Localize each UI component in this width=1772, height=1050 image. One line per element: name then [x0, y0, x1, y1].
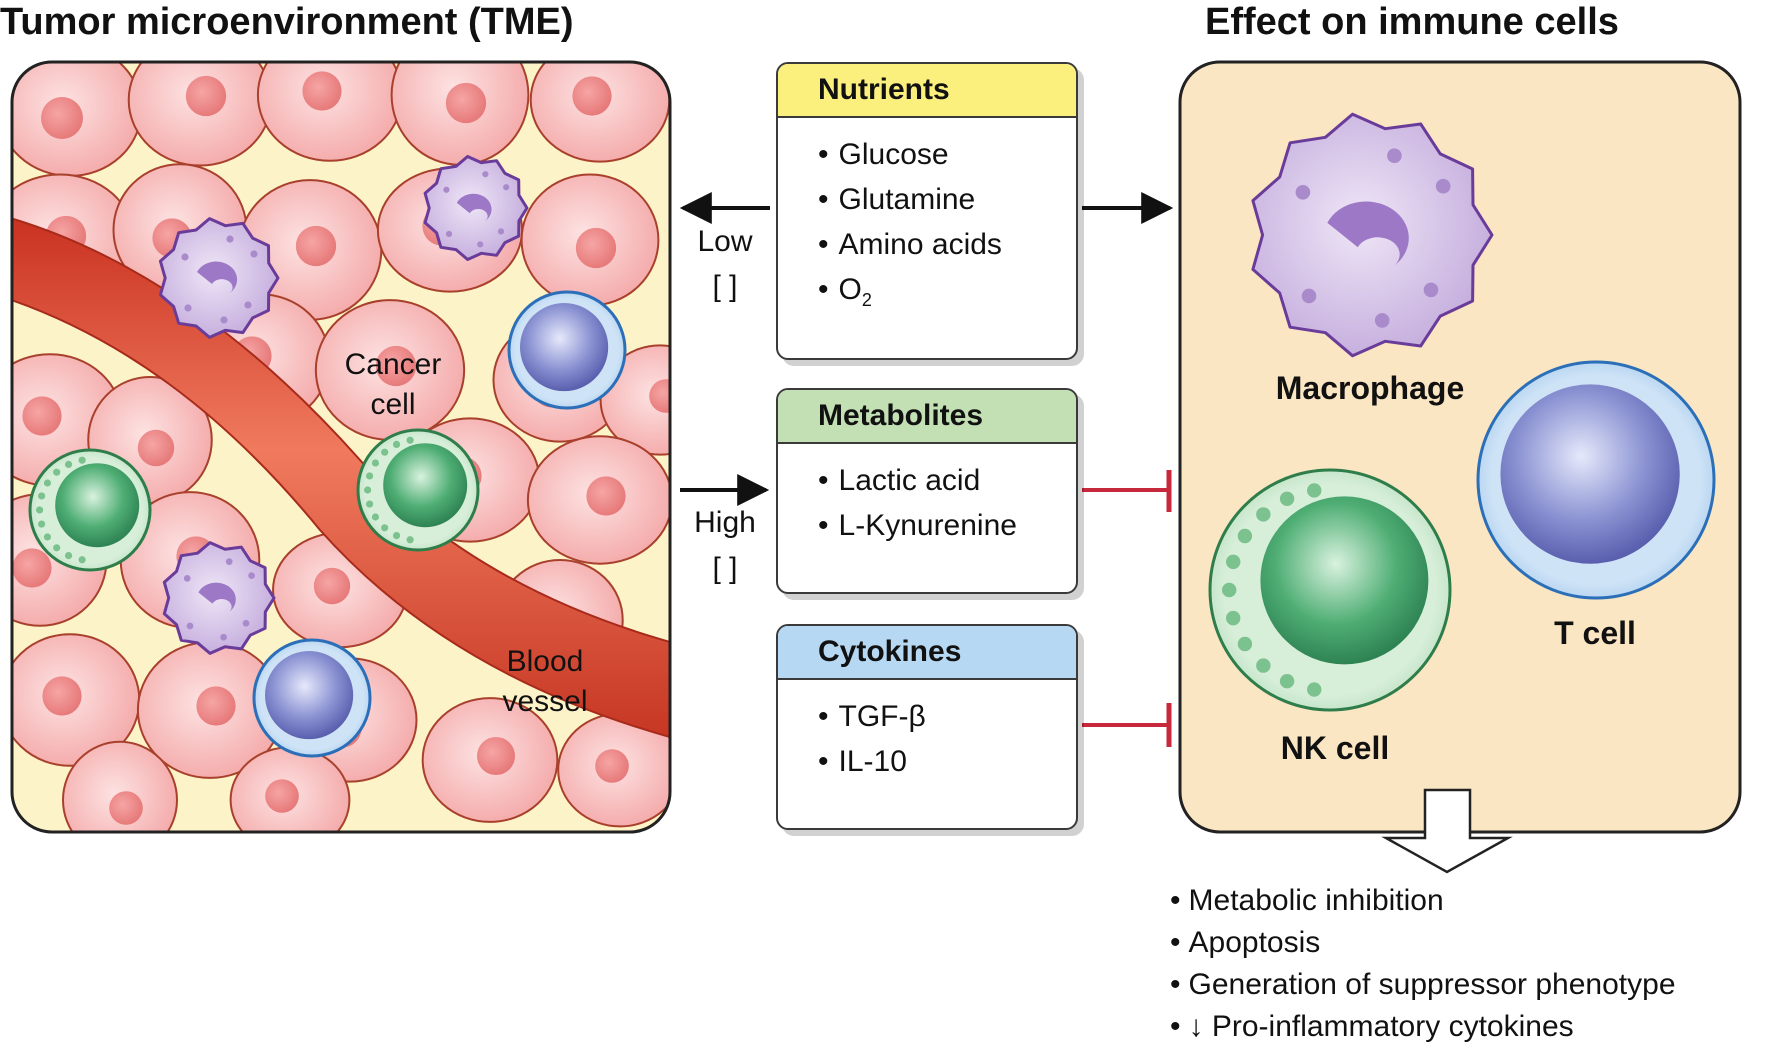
tumor-cell — [390, 62, 530, 166]
tme-panel — [12, 62, 670, 832]
list-item: TGF-β — [818, 694, 1076, 739]
tumor-cell — [127, 62, 273, 167]
metabolites-inhibit-line — [1082, 470, 1172, 512]
nutrients-header: Nutrients — [778, 64, 1076, 118]
tumor-cell — [599, 344, 670, 456]
tumor-cell — [421, 697, 559, 823]
metabolites-box: Metabolites Lactic acid L-Kynurenine — [776, 388, 1078, 594]
tumor-cell — [12, 633, 141, 767]
macrophage-cell — [1251, 112, 1494, 358]
tumor-cell — [520, 173, 660, 307]
cytokines-inhibit-line — [1082, 703, 1172, 747]
list-item: Glutamine — [818, 177, 1076, 222]
outcome-arrow — [1381, 788, 1513, 874]
tme-title: Tumor microenvironment (TME) — [0, 1, 574, 43]
tme-immune-cells — [28, 155, 627, 758]
tumor-cell — [12, 62, 143, 177]
tumor-cell — [62, 740, 178, 832]
low-label: Low — [697, 225, 753, 258]
high-label: High — [694, 506, 756, 539]
tumor-cell — [229, 746, 351, 832]
t-cell-small — [507, 290, 627, 410]
list-item: Metabolic inhibition — [1170, 880, 1676, 922]
macrophage-small — [158, 217, 280, 339]
list-item: IL-10 — [818, 739, 1076, 784]
blood-vessel-label: Blood vessel — [502, 645, 588, 718]
nk-cell-small — [28, 448, 152, 572]
blood-vessel — [12, 208, 670, 747]
nk-cell-label: NK cell — [1280, 730, 1390, 766]
nutrients-box: Nutrients Glucose Glutamine Amino acids … — [776, 62, 1078, 360]
list-item: Amino acids — [818, 222, 1076, 267]
macrophage-small — [423, 155, 529, 261]
list-item: Generation of suppressor phenotype — [1170, 964, 1676, 1006]
nk-cell — [1208, 468, 1452, 712]
effect-title: Effect on immune cells — [1205, 1, 1619, 43]
tumor-cell — [526, 435, 670, 565]
right-immune-cells — [1208, 112, 1716, 712]
outcome-list: Metabolic inhibition Apoptosis Generatio… — [1170, 880, 1676, 1048]
list-item: Glucose — [818, 132, 1076, 177]
t-cell-small — [252, 638, 372, 758]
tumor-cell — [529, 62, 670, 163]
list-item: Lactic acid — [818, 458, 1076, 503]
list-item: L-Kynurenine — [818, 503, 1076, 548]
tumor-cell — [256, 62, 404, 162]
oxygen-subscript: 2 — [861, 290, 872, 310]
low-bracket: [ ] — [712, 270, 738, 303]
tme-panel-border — [10, 60, 672, 834]
metabolites-header: Metabolites — [778, 390, 1076, 444]
oxygen-symbol: O — [838, 273, 862, 306]
cytokines-header: Cytokines — [778, 626, 1076, 680]
nk-cell-small — [356, 428, 480, 552]
cytokines-box: Cytokines TGF-β IL-10 — [776, 624, 1078, 830]
list-item: O2 — [818, 267, 1076, 323]
cancer-cell-label: Cancer cell — [344, 348, 442, 421]
t-cell-label: T cell — [1554, 615, 1636, 651]
macrophage-label: Macrophage — [1275, 370, 1465, 406]
t-cell — [1476, 360, 1716, 600]
tumor-cell — [314, 299, 466, 441]
high-bracket: [ ] — [712, 552, 738, 585]
macrophage-small — [162, 541, 276, 655]
list-item: ↓ Pro-inflammatory cytokines — [1170, 1006, 1676, 1048]
list-item: Apoptosis — [1170, 922, 1676, 964]
